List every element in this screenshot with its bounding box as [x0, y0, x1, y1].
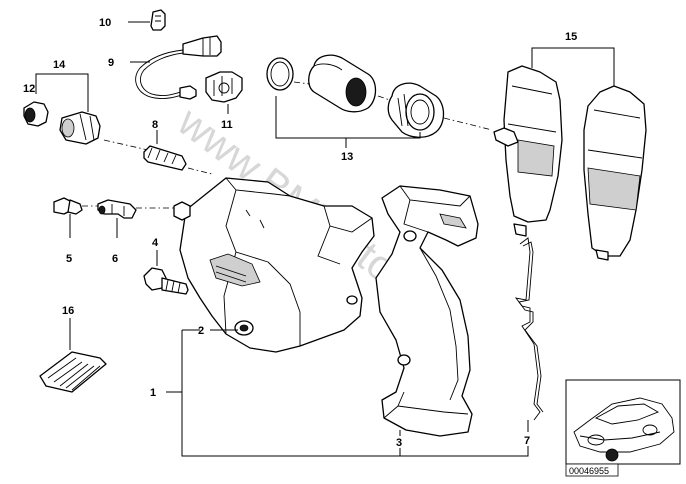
part-7-anti-rattle-spring	[514, 237, 544, 421]
part-6-bleeder-cap	[97, 199, 137, 219]
part-13-piston-repair-kit	[266, 54, 445, 138]
label-10: 10	[99, 17, 111, 29]
part-11-cable-holder	[205, 71, 243, 103]
part-4-hex-bolt	[143, 267, 189, 295]
car-thumbnail	[573, 397, 675, 453]
label-3: 3	[396, 437, 402, 449]
label-11: 11	[221, 119, 233, 131]
label-14: 14	[53, 59, 66, 71]
part-2-caliper-housing	[173, 177, 375, 353]
part-5-bleeder-valve	[53, 197, 83, 215]
label-9: 9	[108, 57, 114, 69]
label-15: 15	[565, 31, 577, 43]
label-5: 5	[66, 253, 72, 265]
label-16: 16	[62, 305, 74, 317]
label-4: 4	[152, 237, 159, 249]
label-13: 13	[341, 151, 353, 163]
part-3-caliper-carrier	[375, 185, 479, 437]
label-7: 7	[524, 435, 530, 447]
location-marker	[605, 448, 619, 462]
reference-number: 00046955	[569, 466, 609, 476]
part-9-wear-sensor	[135, 35, 222, 100]
part-10-sensor-clip	[150, 9, 166, 31]
part-15-brake-pad-outer	[583, 85, 647, 261]
part-8-guide-bolt	[143, 145, 187, 171]
label-8: 8	[152, 119, 158, 131]
label-2: 2	[198, 325, 204, 337]
label-12: 12	[23, 83, 35, 95]
label-6: 6	[112, 253, 118, 265]
part-14-guide-sleeve	[59, 111, 101, 145]
vehicle-reference-box	[565, 379, 681, 465]
part-12-protective-cap	[23, 101, 49, 127]
part-15-brake-pad-inner	[493, 65, 563, 237]
label-1: 1	[150, 387, 156, 399]
part-16-grease-packet	[39, 351, 107, 393]
